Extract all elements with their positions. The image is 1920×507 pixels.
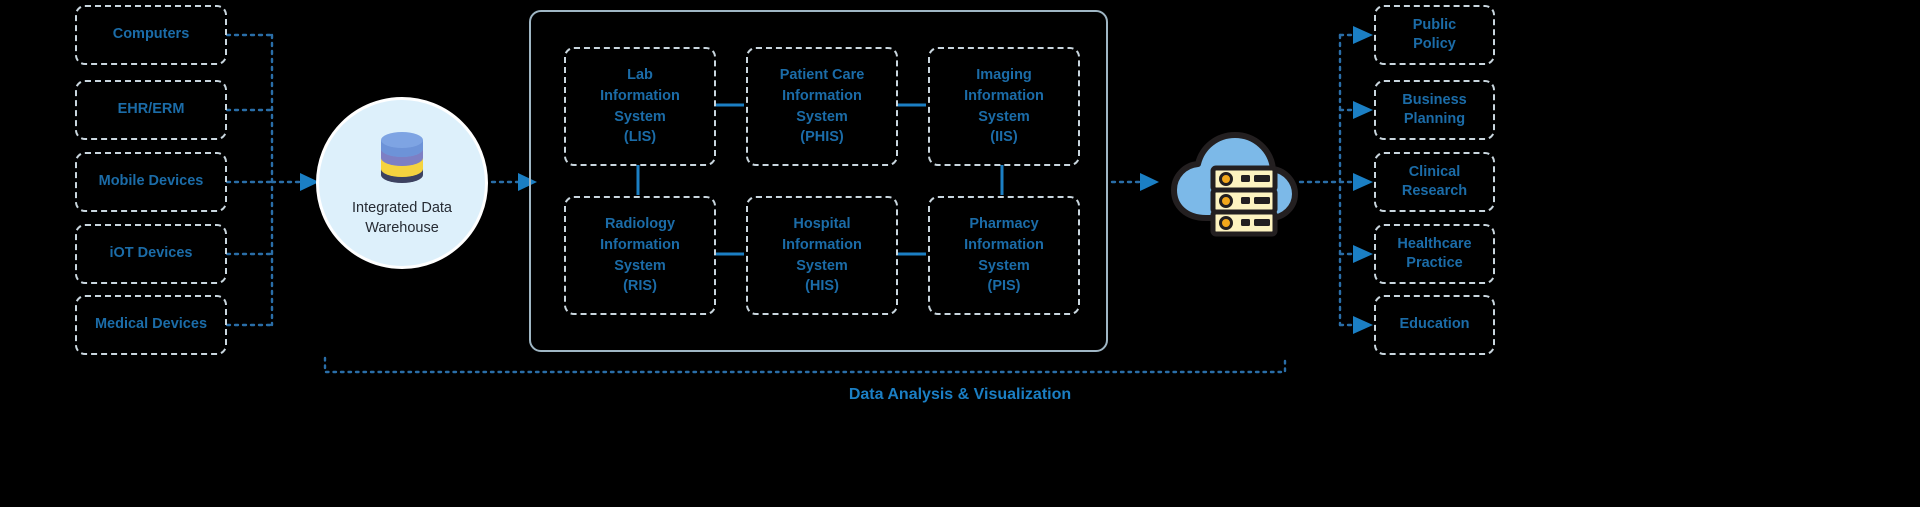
system-node-lis[interactable]: Lab Information System (LIS) (564, 47, 716, 166)
source-label: Computers (112, 26, 190, 43)
system-label: Pharmacy Information System (PIS) (964, 216, 1044, 295)
system-label: Lab Information System (LIS) (600, 67, 680, 146)
source-node-computers[interactable]: Computers (75, 5, 227, 65)
system-node-phis[interactable]: Patient Care Information System (PHIS) (746, 47, 898, 166)
integrated-data-warehouse-node[interactable]: Integrated Data Warehouse (316, 97, 488, 269)
source-node-ehr-erm[interactable]: EHR/ERM (75, 80, 227, 140)
arrowhead-to-cloud (1140, 173, 1159, 191)
system-node-pis[interactable]: Pharmacy Information System (PIS) (928, 196, 1080, 315)
server-light-1 (1219, 172, 1233, 186)
arrowhead-healthcare-practice (1353, 245, 1373, 263)
caption-text: Data Analysis & Visualization (848, 386, 1072, 403)
arrowhead-public-policy (1353, 26, 1373, 44)
arrowhead-clinical-research (1353, 173, 1373, 191)
system-label: Patient Care Information System (PHIS) (779, 67, 865, 146)
system-label: Hospital Information System (HIS) (782, 216, 862, 295)
source-label: Medical Devices (94, 316, 208, 333)
cloud-server-icon (1171, 132, 1298, 237)
outcome-label: Clinical Research (1401, 163, 1468, 199)
system-node-his[interactable]: Hospital Information System (HIS) (746, 196, 898, 315)
database-icon (381, 132, 423, 184)
arrowhead-education (1353, 316, 1373, 334)
outcome-label: Public Policy (1412, 16, 1457, 52)
outcome-label: Education (1399, 316, 1470, 333)
source-label: iOT Devices (109, 245, 193, 262)
outcome-label: Healthcare Practice (1397, 235, 1472, 271)
outcome-node-healthcare-practice[interactable]: Healthcare Practice (1374, 224, 1495, 284)
outcome-node-business-planning[interactable]: Business Planning (1374, 80, 1495, 140)
outcome-node-education[interactable]: Education (1374, 295, 1495, 355)
outcome-node-public-policy[interactable]: Public Policy (1374, 5, 1495, 65)
system-node-iis[interactable]: Imaging Information System (IIS) (928, 47, 1080, 166)
outcome-node-clinical-research[interactable]: Clinical Research (1374, 152, 1495, 212)
caption-bracket (323, 356, 1287, 374)
system-node-ris[interactable]: Radiology Information System (RIS) (564, 196, 716, 315)
information-systems-container: Lab Information System (LIS) Patient Car… (529, 10, 1108, 352)
caption: Data Analysis & Visualization (0, 386, 1920, 404)
server-light-2 (1219, 194, 1233, 208)
outcome-label: Business Planning (1402, 91, 1467, 127)
system-label: Imaging Information System (IIS) (964, 67, 1044, 146)
system-label: Radiology Information System (RIS) (600, 216, 680, 295)
server-light-3 (1219, 216, 1233, 230)
source-label: Mobile Devices (98, 173, 204, 190)
cloud-server-node[interactable] (1168, 126, 1300, 242)
source-label: EHR/ERM (117, 101, 185, 118)
arrowhead-business-planning (1353, 101, 1373, 119)
warehouse-label: Integrated Data Warehouse (352, 200, 452, 236)
source-node-mobile-devices[interactable]: Mobile Devices (75, 152, 227, 212)
source-node-medical-devices[interactable]: Medical Devices (75, 295, 227, 355)
source-node-iot-devices[interactable]: iOT Devices (75, 224, 227, 284)
